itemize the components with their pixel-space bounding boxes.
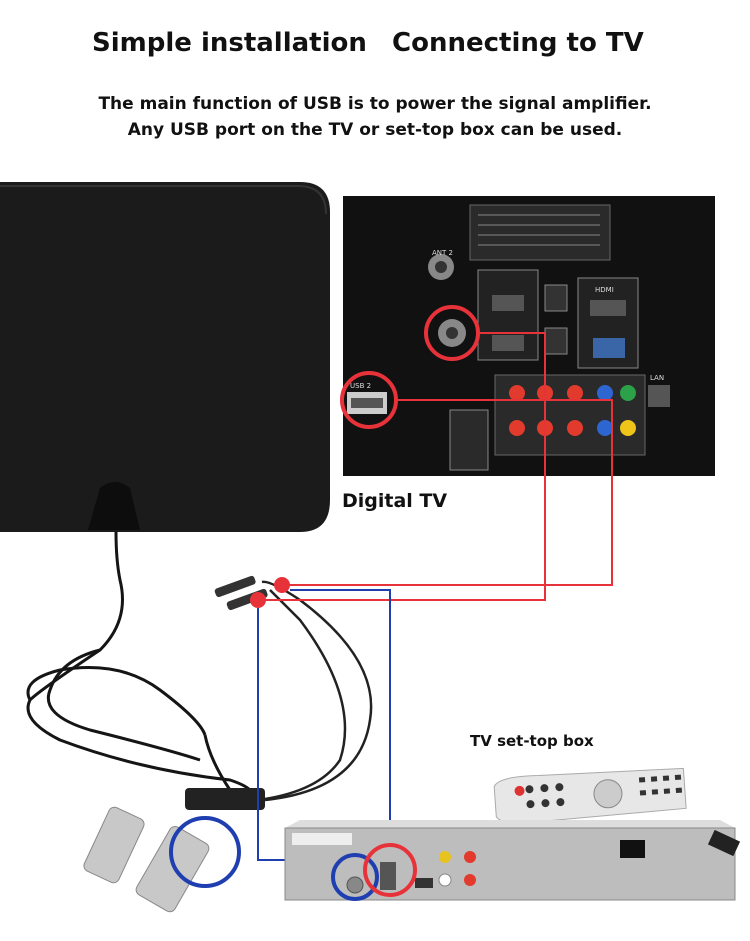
hdmi-port-label: HDMI — [595, 286, 614, 294]
title-simple-installation: Simple installation — [92, 28, 367, 58]
red-dot-usb — [274, 577, 290, 593]
remote-control — [493, 767, 687, 824]
tv-back-panel — [343, 196, 715, 476]
set-top-box-highlights — [331, 843, 417, 901]
subtitle-usb-function: The main function of USB is to power the… — [98, 94, 652, 114]
usb-port-label: USB 2 — [350, 382, 371, 390]
red-dot-coax — [250, 592, 266, 608]
ant-port-label: ANT 2 — [432, 249, 453, 257]
label-digital-tv: Digital TV — [342, 490, 448, 512]
title-connecting-to-tv: Connecting to TV — [392, 28, 644, 58]
antenna-panel — [0, 182, 330, 532]
antenna-cable — [26, 531, 254, 802]
lan-port-label: LAN — [650, 374, 664, 382]
red-connection-lines — [258, 305, 613, 601]
amplifier-box — [185, 788, 265, 810]
y-cables — [261, 580, 373, 802]
subtitle-usb-port: Any USB port on the TV or set-top box ca… — [127, 120, 623, 140]
set-top-box — [284, 820, 741, 901]
label-set-top-box: TV set-top box — [470, 732, 594, 750]
coax-adapters — [83, 806, 241, 913]
